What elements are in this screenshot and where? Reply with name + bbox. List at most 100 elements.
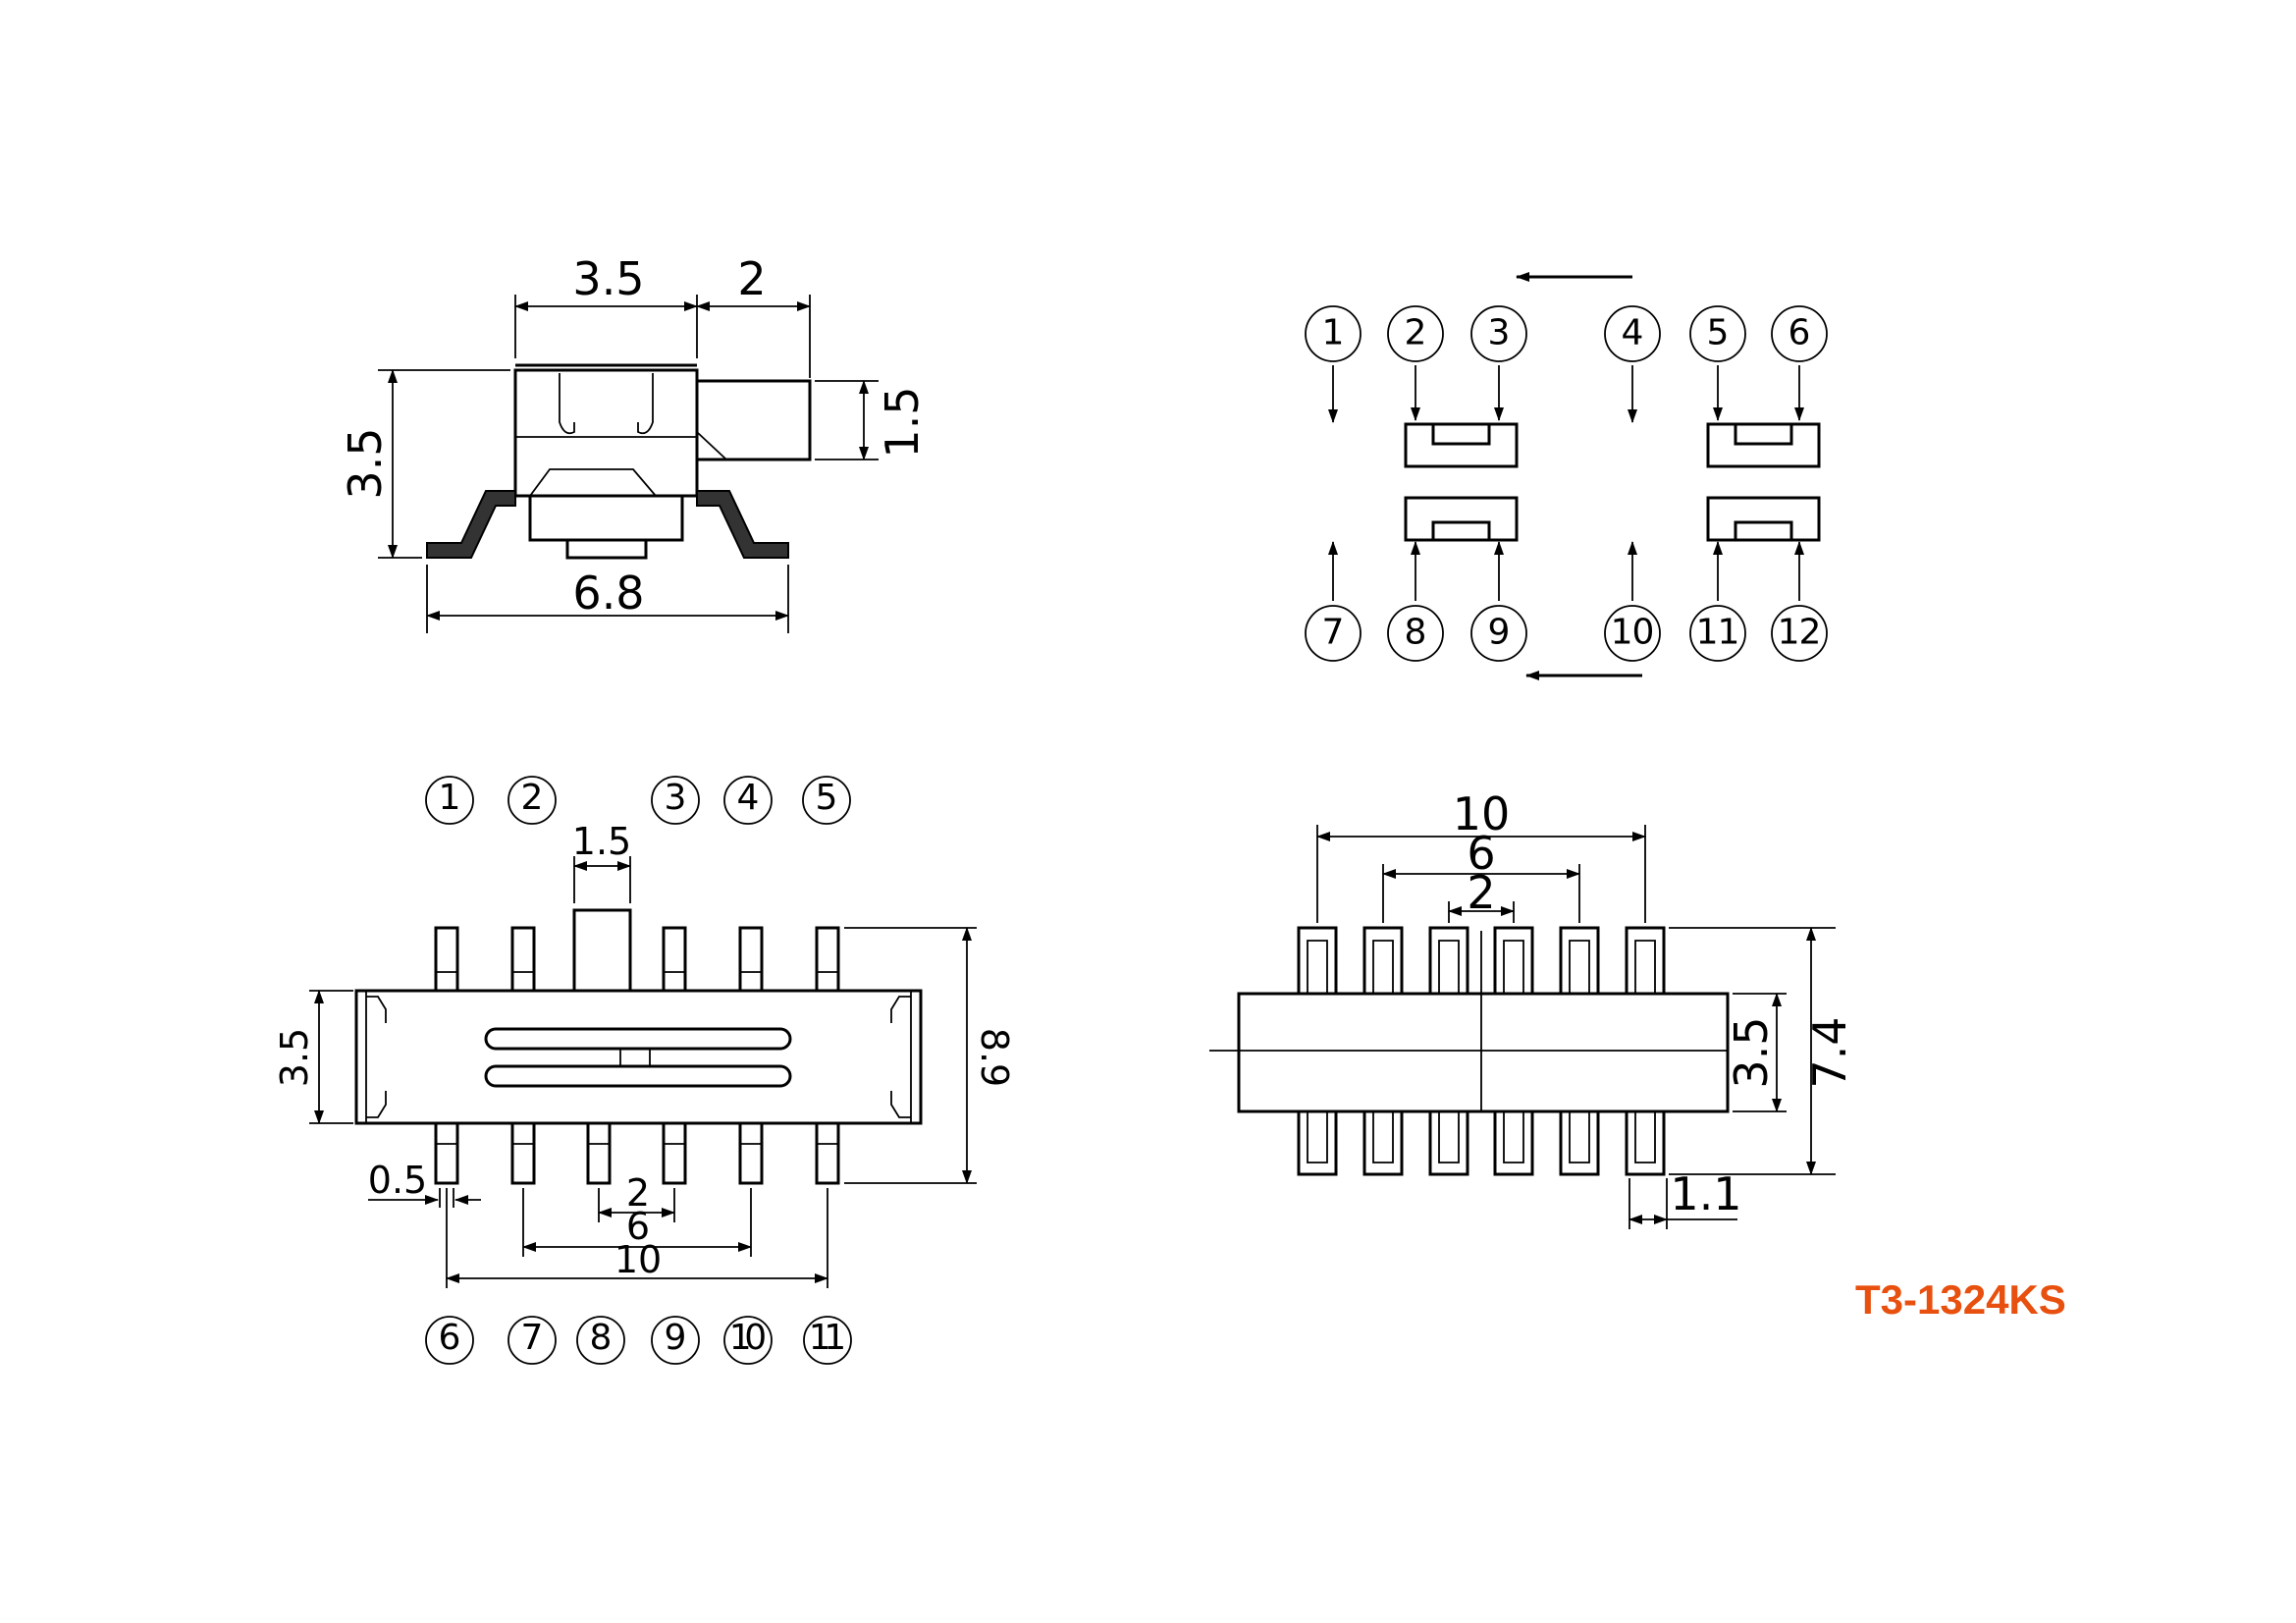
pad-top <box>1362 926 1404 996</box>
front-top-pin <box>738 926 764 993</box>
side-slot-left <box>559 373 575 435</box>
pad-body <box>1237 992 1730 1113</box>
schematic-pin-11-label: 11 <box>1696 613 1740 653</box>
side-slot-right <box>637 373 654 435</box>
front-bottom-pin-num-9-label: 9 <box>665 1318 687 1358</box>
schematic-pin-12-label: 12 <box>1778 613 1822 653</box>
dim-height: 3.5 <box>339 427 392 499</box>
pad-dim-pitch: 2 <box>1467 866 1495 919</box>
front-top-pin <box>510 926 536 993</box>
front-bottom-pin <box>738 1121 764 1185</box>
dim-body-height: 3.5 <box>273 1028 316 1087</box>
side-lever <box>695 379 812 461</box>
front-top-pin-num-5-label: 5 <box>816 778 838 818</box>
front-bottom-pin <box>586 1121 612 1185</box>
schematic-pin-2: 2 <box>1387 305 1444 362</box>
contact-bottom-left <box>1404 496 1519 542</box>
schematic-pin-4-label: 4 <box>1622 313 1644 353</box>
side-lead-right <box>696 490 789 559</box>
pad-dim-overall-height: 7.4 <box>1803 1016 1856 1088</box>
front-top-pin-num-2: 2 <box>507 776 557 825</box>
schematic-pin-10-label: 10 <box>1611 613 1655 653</box>
front-bottom-pin-num-8-label: 8 <box>590 1318 613 1358</box>
dim-pitch: 2 <box>626 1171 650 1215</box>
front-bottom-pin <box>815 1121 840 1185</box>
dim-pin-width: 0.5 <box>368 1159 427 1202</box>
front-bottom-pin-num-9: 9 <box>651 1316 700 1365</box>
side-foot <box>565 538 648 560</box>
pad-top <box>1297 926 1338 996</box>
front-bottom-pin-num-11-label: 11 <box>809 1318 846 1358</box>
schematic-pin-2-label: 2 <box>1405 313 1427 353</box>
front-bottom-pin-num-10-label: 10 <box>729 1318 767 1358</box>
schematic-pin-4: 4 <box>1604 305 1661 362</box>
schematic-pin-1: 1 <box>1305 305 1362 362</box>
front-bottom-pin <box>510 1121 536 1185</box>
front-top-pin-num-4-label: 4 <box>737 778 760 818</box>
front-bottom-pin-num-11: 11 <box>803 1316 852 1365</box>
schematic-pin-7-label: 7 <box>1322 613 1345 653</box>
front-bottom-pin-num-6: 6 <box>425 1316 474 1365</box>
schematic-pin-7: 7 <box>1305 605 1362 662</box>
front-top-pin-num-4: 4 <box>723 776 773 825</box>
front-bottom-pin-num-10: 10 <box>723 1316 773 1365</box>
side-view: 3.5 2 3.5 1.5 6.8 <box>339 252 929 633</box>
pad-top <box>1559 926 1600 996</box>
side-body <box>513 368 699 498</box>
schematic-pin-8: 8 <box>1387 605 1444 662</box>
schematic-pin-3: 3 <box>1470 305 1527 362</box>
dim-span-total: 10 <box>614 1238 662 1281</box>
contact-top-right <box>1706 422 1821 468</box>
pad-dim-span-total: 10 <box>1453 787 1511 840</box>
part-number-label: T3-1324KS <box>1855 1276 2066 1323</box>
schematic-pin-10: 10 <box>1604 605 1661 662</box>
front-top-pin-num-1: 1 <box>425 776 474 825</box>
schematic-pin-12: 12 <box>1771 605 1828 662</box>
pad-bottom <box>1625 1109 1666 1176</box>
side-lever-bevel <box>696 431 727 460</box>
pad-dim-span-mid: 6 <box>1467 827 1495 880</box>
front-top-pin-num-1-label: 1 <box>439 778 461 818</box>
dim-overall-height: 8.9 <box>973 1028 1016 1087</box>
front-top-pin-num-3: 3 <box>651 776 700 825</box>
front-top-pin <box>434 926 459 993</box>
front-bottom-pin <box>434 1121 459 1185</box>
front-bottom-pin-num-6-label: 6 <box>439 1318 461 1358</box>
dim-span-mid: 6 <box>626 1205 650 1248</box>
schematic-pin-9-label: 9 <box>1488 613 1511 653</box>
front-top-pin <box>815 926 840 993</box>
pad-bottom <box>1559 1109 1600 1176</box>
side-knob <box>529 468 657 497</box>
front-bottom-pin <box>662 1121 687 1185</box>
schematic-pin-9: 9 <box>1470 605 1527 662</box>
schematic-pin-5-label: 5 <box>1707 313 1730 353</box>
pad-view: 10 6 2 3.5 7.4 1.1 <box>1209 787 1856 1229</box>
front-top-pin-num-5: 5 <box>802 776 851 825</box>
schematic-pin-5: 5 <box>1689 305 1746 362</box>
front-bottom-pin-num-7: 7 <box>507 1316 557 1365</box>
dim-knob-width: 1.5 <box>572 820 631 863</box>
front-top-pin <box>662 926 687 993</box>
pad-top <box>1625 926 1666 996</box>
dim-lever-h: 1.5 <box>876 386 929 458</box>
side-base <box>528 494 684 542</box>
front-body <box>354 989 923 1125</box>
schematic-pin-6-label: 6 <box>1789 313 1811 353</box>
dim-width-top: 3.5 <box>572 252 644 305</box>
contact-bottom-right <box>1706 496 1821 542</box>
pad-top <box>1428 926 1469 996</box>
contact-top-left <box>1404 422 1519 468</box>
pad-bottom <box>1493 1109 1534 1176</box>
schematic-pin-6: 6 <box>1771 305 1828 362</box>
pad-top <box>1493 926 1534 996</box>
front-knob <box>572 908 632 993</box>
dim-total-width: 6.8 <box>572 567 644 620</box>
front-top-pin-num-2-label: 2 <box>521 778 544 818</box>
pad-dim-pad-width: 1.1 <box>1670 1167 1741 1220</box>
dim-lever-ext: 2 <box>737 252 766 305</box>
side-lead-left <box>426 490 516 559</box>
pad-bottom <box>1428 1109 1469 1176</box>
pad-bottom <box>1362 1109 1404 1176</box>
